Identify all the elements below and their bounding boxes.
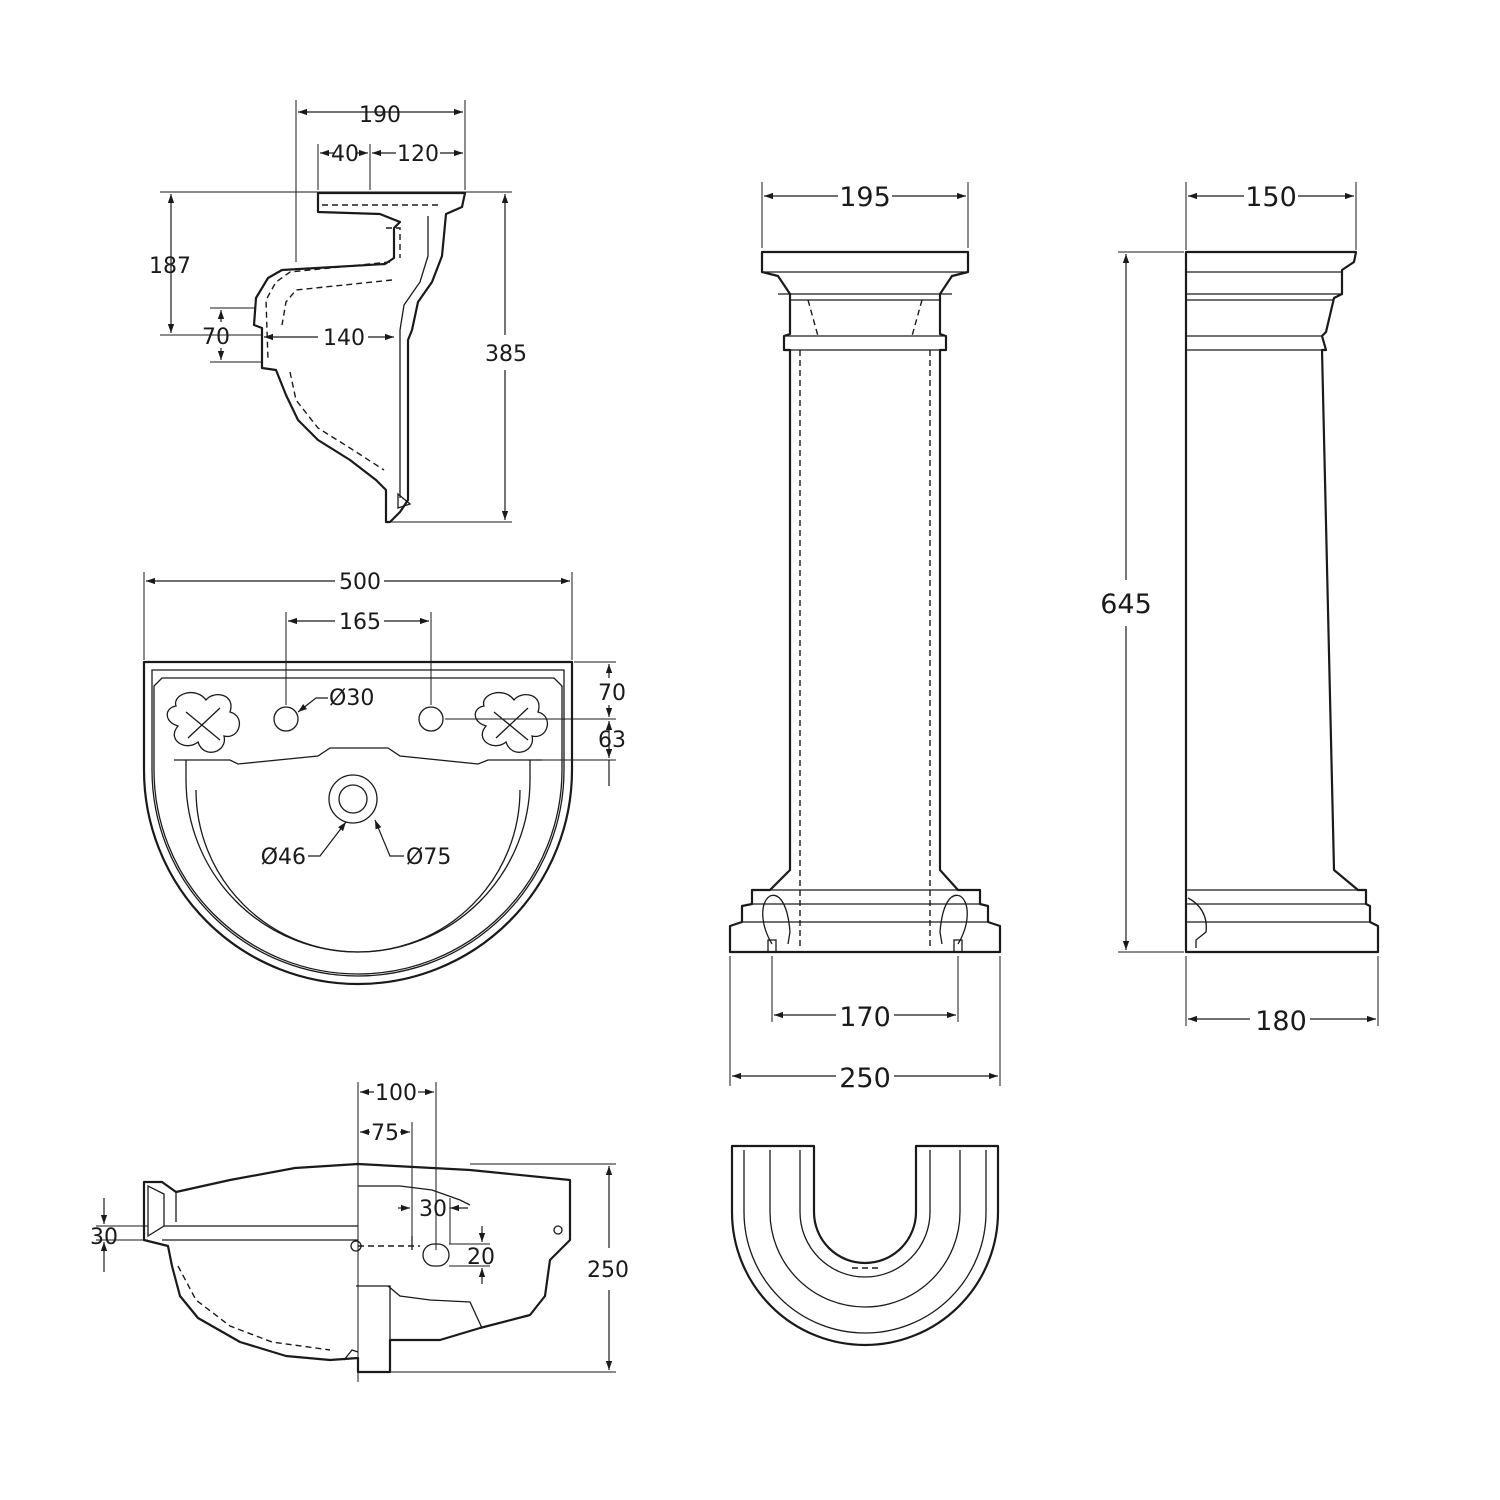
plan-dimensions: 500 165 Ø30 70 63 Ø46 Ø75 [143,570,626,870]
dim-165: 165 [339,610,381,635]
dim-63: 63 [598,728,626,753]
dim-100: 100 [375,1081,417,1106]
dim-250-front: 250 [587,1258,629,1283]
dim-70-side: 70 [202,325,230,350]
dim-645: 645 [1100,589,1152,620]
dim-500: 500 [339,570,381,595]
dim-250-pedestal: 250 [839,1063,891,1094]
dim-180: 180 [1255,1006,1307,1037]
basin-front-section [142,1162,572,1374]
side-section-dimensions: 190 40 120 187 70 140 385 [149,100,527,523]
pedestal-plan-view [730,1144,1000,1347]
dim-dia-75: Ø75 [406,845,451,870]
dim-140: 140 [323,326,365,351]
dim-170: 170 [839,1002,891,1033]
dim-385: 385 [485,342,527,367]
pedestal-side-dimensions: 150 645 180 [1100,182,1379,1037]
front-section-dimensions: 100 75 30 20 30 250 [90,1081,629,1382]
dim-dia-30: Ø30 [329,686,374,711]
dim-70-plan: 70 [598,681,626,706]
pedestal-side-view [1184,250,1380,954]
dim-30-front: 30 [419,1197,447,1222]
dim-30-rim: 30 [90,1225,118,1250]
pedestal-front-view [728,250,1002,954]
dim-120: 120 [397,142,439,167]
basin-side-section [252,191,467,524]
pedestal-front-dimensions: 195 170 250 [729,182,1001,1094]
dim-195: 195 [839,182,891,213]
dim-150: 150 [1245,182,1297,213]
dim-20: 20 [467,1245,495,1270]
basin-plan-view [142,660,574,986]
dim-75: 75 [371,1121,399,1146]
dim-40: 40 [331,142,359,167]
dim-190: 190 [359,103,401,128]
dim-dia-46: Ø46 [261,845,306,870]
dim-187: 187 [149,254,191,279]
